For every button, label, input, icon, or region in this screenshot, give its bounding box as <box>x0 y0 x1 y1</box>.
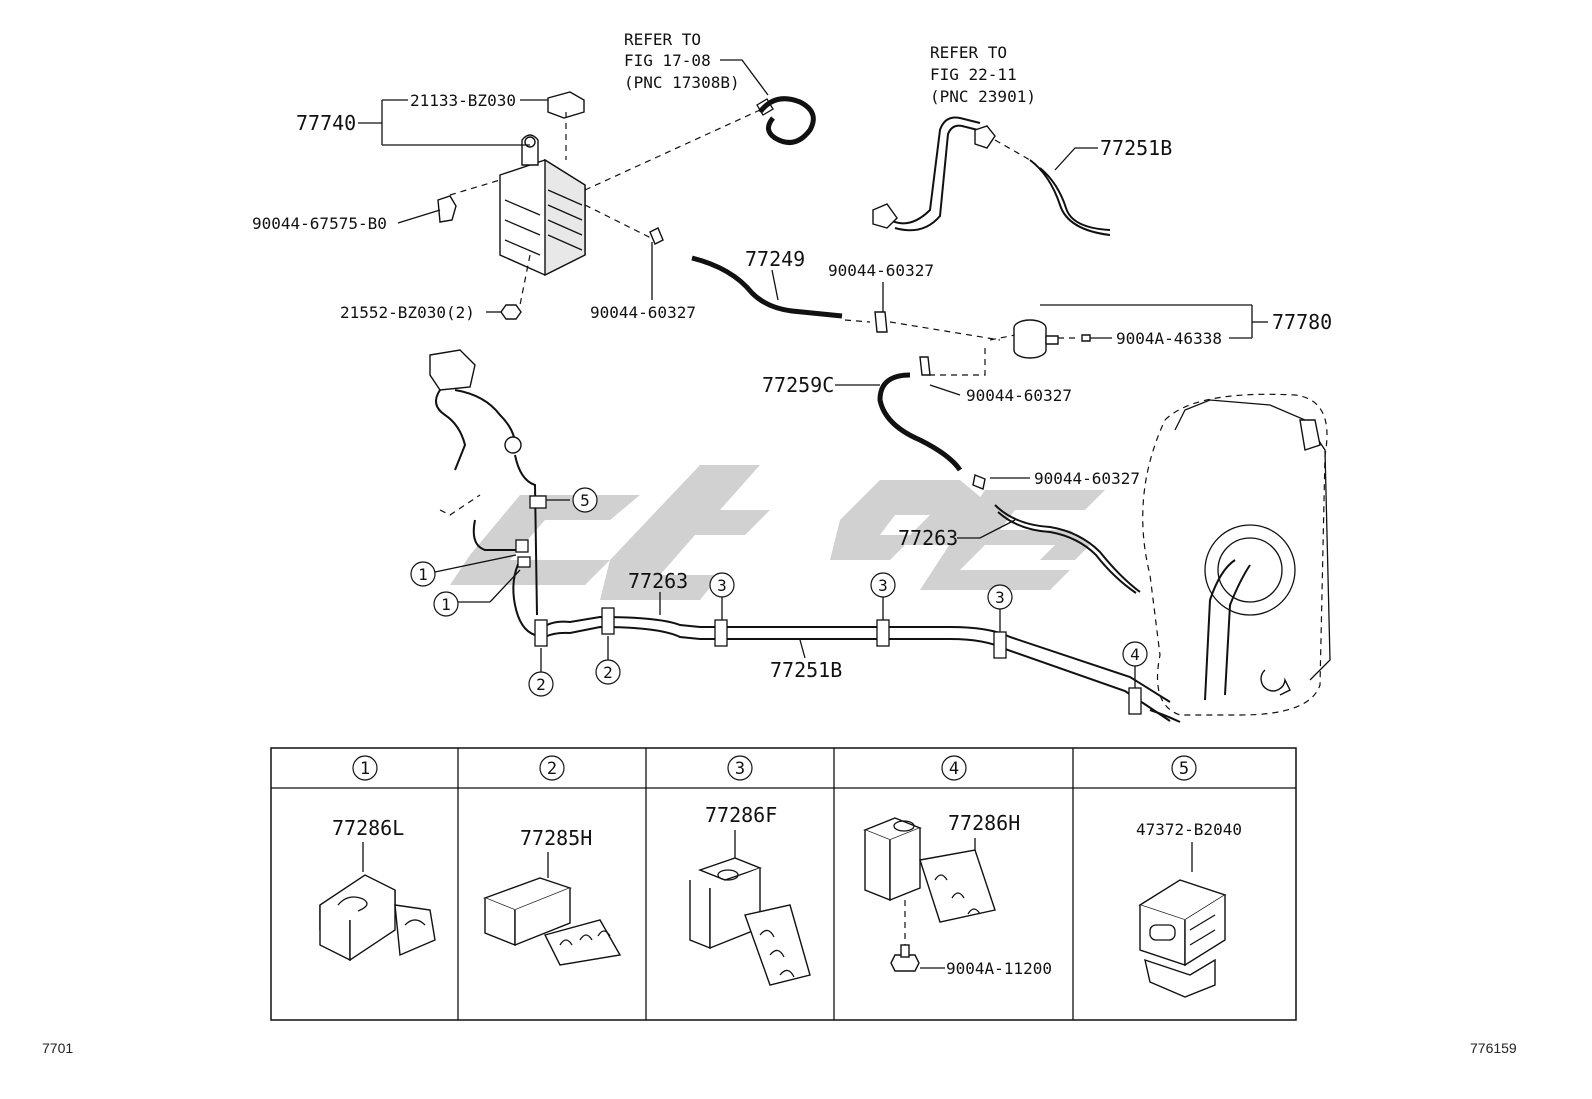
footer-left-code: 7701 <box>42 1040 74 1056</box>
marker-2b: 2 <box>595 659 621 685</box>
svg-text:3: 3 <box>735 759 745 779</box>
svg-text:2: 2 <box>536 675 546 694</box>
watermark-logo <box>450 465 1105 600</box>
label-77259c: 77259C <box>762 373 834 397</box>
svg-text:77285H: 77285H <box>520 826 592 850</box>
label-90044-60327-c: 90044-60327 <box>966 386 1072 405</box>
main-pipe-77251b <box>539 615 1181 723</box>
table-cell-2: 77285H <box>483 826 622 966</box>
label-90044-60327-a: 90044-60327 <box>590 303 696 322</box>
label-21552-bz030: 21552-BZ030(2) <box>340 303 475 322</box>
bolt-90044-67575 <box>437 195 457 223</box>
label-77251b-top: 77251B <box>1100 136 1172 160</box>
svg-text:2: 2 <box>547 759 557 779</box>
marker-leaders <box>434 499 1136 688</box>
leader-77780 <box>1040 304 1268 339</box>
label-21133-bz030: 21133-BZ030 <box>410 91 516 110</box>
label-90044-60327-b: 90044-60327 <box>828 261 934 280</box>
label-77251b-mid: 77251B <box>770 658 842 682</box>
svg-text:77286L: 77286L <box>332 816 404 840</box>
table-cell-1: 77286L <box>319 816 436 962</box>
svg-text:77286F: 77286F <box>705 803 777 827</box>
svg-text:FIG 17-08: FIG 17-08 <box>624 51 711 70</box>
cap-21133 <box>547 91 585 119</box>
hose-77249 <box>649 227 888 333</box>
dashed-routing <box>449 109 1080 376</box>
pipe-fig22-11 <box>872 116 1111 236</box>
left-lines <box>429 349 538 636</box>
svg-text:3: 3 <box>995 588 1005 607</box>
label-77249: 77249 <box>745 247 805 271</box>
svg-text:77286H: 77286H <box>948 811 1020 835</box>
svg-text:3: 3 <box>717 576 727 595</box>
hose-fig17-08 <box>756 96 816 145</box>
svg-text:FIG 22-11: FIG 22-11 <box>930 65 1017 84</box>
pipe-clips <box>515 495 1142 715</box>
table-cell-3: 77286F <box>689 803 811 986</box>
marker-1b: 1 <box>433 591 459 617</box>
canister-77740 <box>499 134 586 277</box>
svg-text:4: 4 <box>1130 645 1140 664</box>
svg-text:9004A-11200: 9004A-11200 <box>946 959 1052 978</box>
hose-77259c <box>877 356 963 472</box>
svg-text:REFER TO: REFER TO <box>624 30 701 49</box>
svg-text:1: 1 <box>441 595 451 614</box>
table-header-5: 5 <box>1171 755 1197 781</box>
marker-2a: 2 <box>528 671 554 697</box>
marker-1a: 1 <box>410 561 436 587</box>
valve-77780 <box>1013 319 1091 359</box>
label-90044-67575-b0: 90044-67575-B0 <box>252 214 387 233</box>
line-77263-upper <box>972 474 1141 594</box>
svg-text:1: 1 <box>360 759 370 779</box>
svg-text:(PNC 23901): (PNC 23901) <box>930 87 1036 106</box>
svg-text:47372-B2040: 47372-B2040 <box>1136 820 1242 839</box>
marker-5: 5 <box>572 487 598 513</box>
marker-3a: 3 <box>709 572 735 598</box>
label-77780: 77780 <box>1272 310 1332 334</box>
label-77740: 77740 <box>296 111 356 135</box>
table-header-1: 1 <box>352 755 378 781</box>
callout-refer-fig22: REFER TO FIG 22-11 (PNC 23901) <box>930 43 1036 106</box>
svg-text:5: 5 <box>1179 759 1189 779</box>
label-90044-60327-d: 90044-60327 <box>1034 469 1140 488</box>
marker-4: 4 <box>1122 641 1148 667</box>
label-77263-lower: 77263 <box>628 569 688 593</box>
table-header-2: 2 <box>539 755 565 781</box>
leader-77740 <box>358 99 548 146</box>
svg-text:(PNC 17308B): (PNC 17308B) <box>624 73 740 92</box>
label-77263-upper: 77263 <box>898 526 958 550</box>
svg-text:REFER TO: REFER TO <box>930 43 1007 62</box>
table-header-3: 3 <box>727 755 753 781</box>
marker-3c: 3 <box>987 584 1013 610</box>
footer-right-code: 776159 <box>1470 1040 1517 1056</box>
fuel-tank <box>1142 393 1331 716</box>
table-cell-5: 47372-B2040 <box>1136 820 1242 998</box>
table-cell-4: 77286H 9004A-11200 <box>863 811 1052 978</box>
nut-21552 <box>500 304 522 320</box>
svg-text:2: 2 <box>603 663 613 682</box>
callout-refer-fig17: REFER TO FIG 17-08 (PNC 17308B) <box>624 30 740 92</box>
svg-text:3: 3 <box>878 576 888 595</box>
marker-3b: 3 <box>870 572 896 598</box>
table-header-4: 4 <box>941 755 967 781</box>
svg-text:5: 5 <box>580 491 590 510</box>
svg-text:4: 4 <box>949 759 959 779</box>
svg-text:1: 1 <box>418 565 428 584</box>
label-9004a-46338: 9004A-46338 <box>1116 329 1222 348</box>
